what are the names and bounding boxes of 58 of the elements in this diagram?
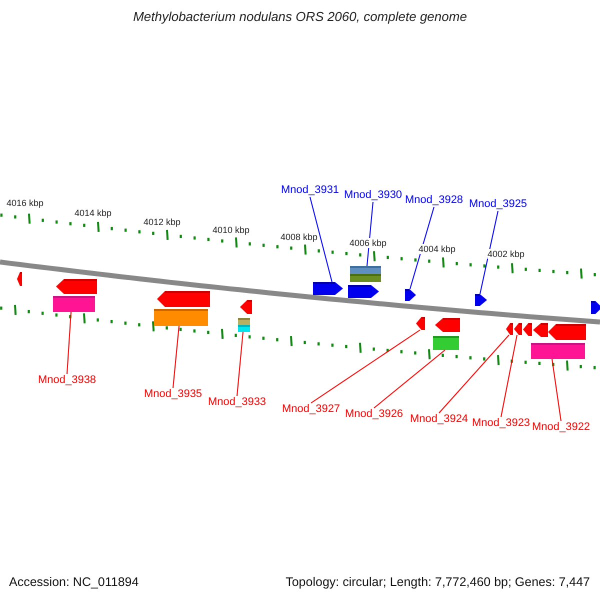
gene-feature xyxy=(514,323,522,335)
gene-feature xyxy=(533,323,548,337)
scale-label: 4002 kbp xyxy=(487,249,525,259)
gene-feature xyxy=(405,289,416,301)
gene-feature xyxy=(348,285,379,298)
gene-label: Mnod_3935 xyxy=(144,388,202,401)
gene-label: Mnod_3930 xyxy=(344,189,402,202)
scale-label: 4006 kbp xyxy=(349,238,387,248)
gene-label: Mnod_3922 xyxy=(532,421,590,434)
scale-label: 4016 kbp xyxy=(6,198,44,208)
leader-line xyxy=(66,312,72,374)
gene-block xyxy=(154,309,208,326)
gene-block xyxy=(53,296,95,312)
gene-feature xyxy=(240,300,252,314)
leader-line xyxy=(310,196,332,282)
gene-block xyxy=(531,343,585,359)
scale-label: 4004 kbp xyxy=(418,244,456,254)
gene-block xyxy=(350,274,381,282)
leader-line xyxy=(552,358,562,422)
leader-line xyxy=(310,330,420,404)
leader-line xyxy=(500,334,518,418)
gene-block xyxy=(350,266,381,274)
gene-label: Mnod_3927 xyxy=(282,403,340,416)
gene-feature xyxy=(523,323,532,336)
gene-label: Mnod_3931 xyxy=(280,184,340,197)
leader-line xyxy=(438,334,510,414)
gene-label: Mnod_3938 xyxy=(38,374,96,387)
gene-feature xyxy=(416,317,425,330)
scale-label: 4012 kbp xyxy=(143,217,181,227)
gene-block xyxy=(433,336,459,350)
gene-feature xyxy=(435,318,460,332)
gene-label: Mnod_3925 xyxy=(468,198,528,211)
leader-line xyxy=(374,350,446,408)
title: Methylobacterium nodulans ORS 2060, complete genome xyxy=(133,9,467,24)
gene-feature xyxy=(56,279,97,294)
gene-label: Mnod_3933 xyxy=(208,396,266,409)
gene-feature xyxy=(591,301,600,314)
leader-line xyxy=(366,202,374,266)
gene-label: Mnod_3926 xyxy=(344,408,404,421)
scale-label: 4014 kbp xyxy=(74,208,112,218)
gene-feature xyxy=(157,291,210,307)
scale-label: 4008 kbp xyxy=(280,232,318,242)
gene-feature xyxy=(313,282,343,295)
gene-feature xyxy=(17,272,22,286)
leader-line xyxy=(480,210,498,294)
gene-block xyxy=(238,318,250,325)
gene-label: Mnod_3924 xyxy=(410,413,468,426)
leader-line xyxy=(236,332,244,396)
genome-summary-text: Topology: circular; Length: 7,772,460 bp; Genes: 7,447 xyxy=(286,575,590,589)
gene-feature xyxy=(475,294,487,306)
leader-line xyxy=(410,206,434,290)
accession-text: Accession: NC_011894 xyxy=(9,575,139,589)
gene-label: Mnod_3923 xyxy=(472,417,530,430)
gene-block xyxy=(238,325,250,332)
scale-label: 4010 kbp xyxy=(212,225,250,235)
gene-feature xyxy=(506,323,513,335)
leader-line xyxy=(172,326,180,388)
gene-label: Mnod_3928 xyxy=(404,194,464,207)
